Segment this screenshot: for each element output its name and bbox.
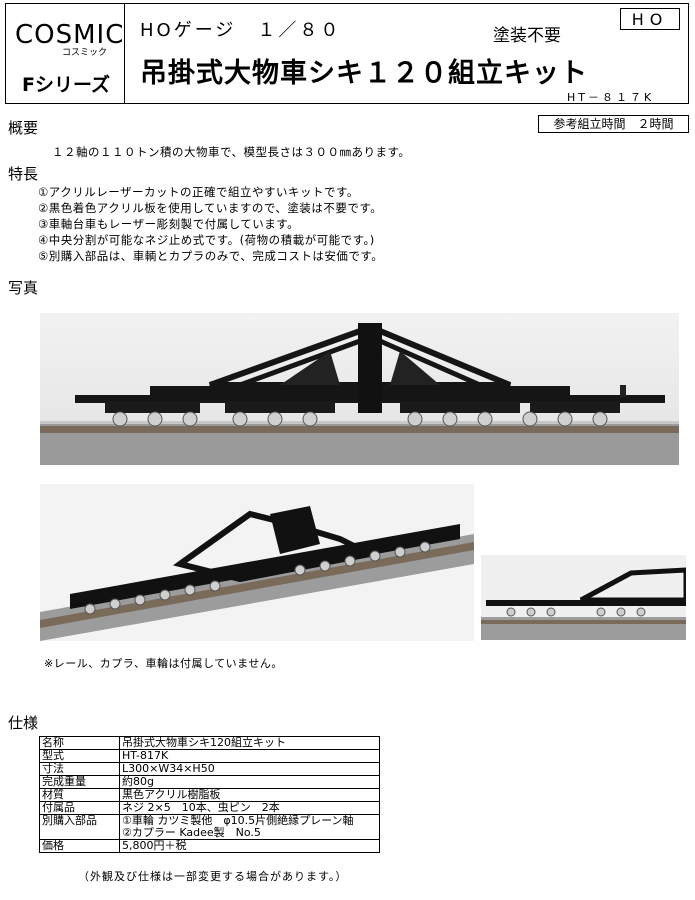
feature-item: ⑤別購入部品は、車輌とカプラのみで、完成コストは安価です。	[38, 249, 384, 263]
series-label: Fシリーズ	[22, 74, 111, 96]
header-box	[5, 3, 689, 104]
spec-value: 5,800円＋税	[119, 839, 380, 853]
spec-value-line: ②カプラー Kadee製 No.5	[122, 826, 261, 839]
spec-key: 材質	[39, 788, 120, 802]
brand-logo-kana: コスミック	[62, 48, 108, 58]
spec-value: 吊掛式大物車シキ120組立キット	[119, 736, 380, 750]
spec-value: HT-817K	[119, 749, 380, 763]
assembly-time-badge: 参考組立時間 ２時間	[538, 115, 689, 133]
gauge-scale: HOゲージ １／８０	[140, 20, 342, 41]
spec-table: 名称 吊掛式大物車シキ120組立キット 型式 HT-817K 寸法 L300×W…	[39, 736, 380, 853]
table-row: 寸法 L300×W34×H50	[39, 762, 380, 776]
feature-item: ①アクリルレーザーカットの正確で組立やすいキットです。	[38, 185, 359, 199]
photo-side-view	[40, 313, 679, 465]
spec-value-line: ①車輪 カツミ製他 φ10.5片側絶縁プレーン軸	[122, 814, 354, 827]
feature-item: ②黒色着色アクリル板を使用していますので、塗装は不要です。	[38, 201, 383, 215]
table-row: 付属品 ネジ 2×5 10本、虫ピン 2本	[39, 801, 380, 815]
spec-value: 約80g	[119, 775, 380, 789]
spec-value: L300×W34×H50	[119, 762, 380, 776]
spec-key: 付属品	[39, 801, 120, 815]
table-row: 完成重量 約80g	[39, 775, 380, 789]
spec-key: 完成重量	[39, 775, 120, 789]
table-row: 別購入部品 ①車輪 カツミ製他 φ10.5片側絶縁プレーン軸 ②カプラー Kad…	[39, 814, 380, 840]
overview-heading: 概要	[8, 119, 39, 137]
brand-logo: COSMIC	[15, 20, 125, 50]
spec-key: 別購入部品	[39, 814, 120, 840]
overview-text: １２軸の１１０トン積の大物車で、模型長さは３００㎜あります。	[52, 145, 411, 159]
no-paint-label: 塗装不要	[493, 26, 561, 46]
table-row: 型式 HT-817K	[39, 749, 380, 763]
feature-item: ③車軸台車もレーザー彫刻製で付属しています。	[38, 217, 300, 231]
spec-key: 価格	[39, 839, 120, 853]
table-row: 材質 黒色アクリル樹脂板	[39, 788, 380, 802]
features-heading: 特長	[8, 165, 39, 183]
photo-note: ※レール、カプラ、車輪は付属していません。	[44, 657, 283, 670]
spec-value: 黒色アクリル樹脂板	[119, 788, 380, 802]
feature-item: ④中央分割が可能なネジ止め式です。(荷物の積載が可能です。)	[38, 233, 375, 247]
spec-value: ①車輪 カツミ製他 φ10.5片側絶縁プレーン軸 ②カプラー Kadee製 No…	[119, 814, 380, 840]
spec-value: ネジ 2×5 10本、虫ピン 2本	[119, 801, 380, 815]
page-title: 吊掛式大物車シキ１２０組立キット	[140, 58, 588, 89]
table-row: 価格 5,800円＋税	[39, 839, 380, 853]
spec-footer-note: （外観及び仕様は一部変更する場合があります。）	[78, 870, 348, 883]
scale-badge: HO	[620, 8, 680, 30]
spec-key: 型式	[39, 749, 120, 763]
product-code: HT－８１７K	[567, 91, 655, 104]
photo-angle-view	[40, 484, 474, 641]
spec-key: 名称	[39, 736, 120, 750]
photos-heading: 写真	[8, 279, 39, 297]
logo-box	[5, 3, 125, 104]
spec-heading: 仕様	[8, 714, 39, 732]
photo-small-view	[481, 555, 686, 640]
table-row: 名称 吊掛式大物車シキ120組立キット	[39, 736, 380, 750]
spec-key: 寸法	[39, 762, 120, 776]
